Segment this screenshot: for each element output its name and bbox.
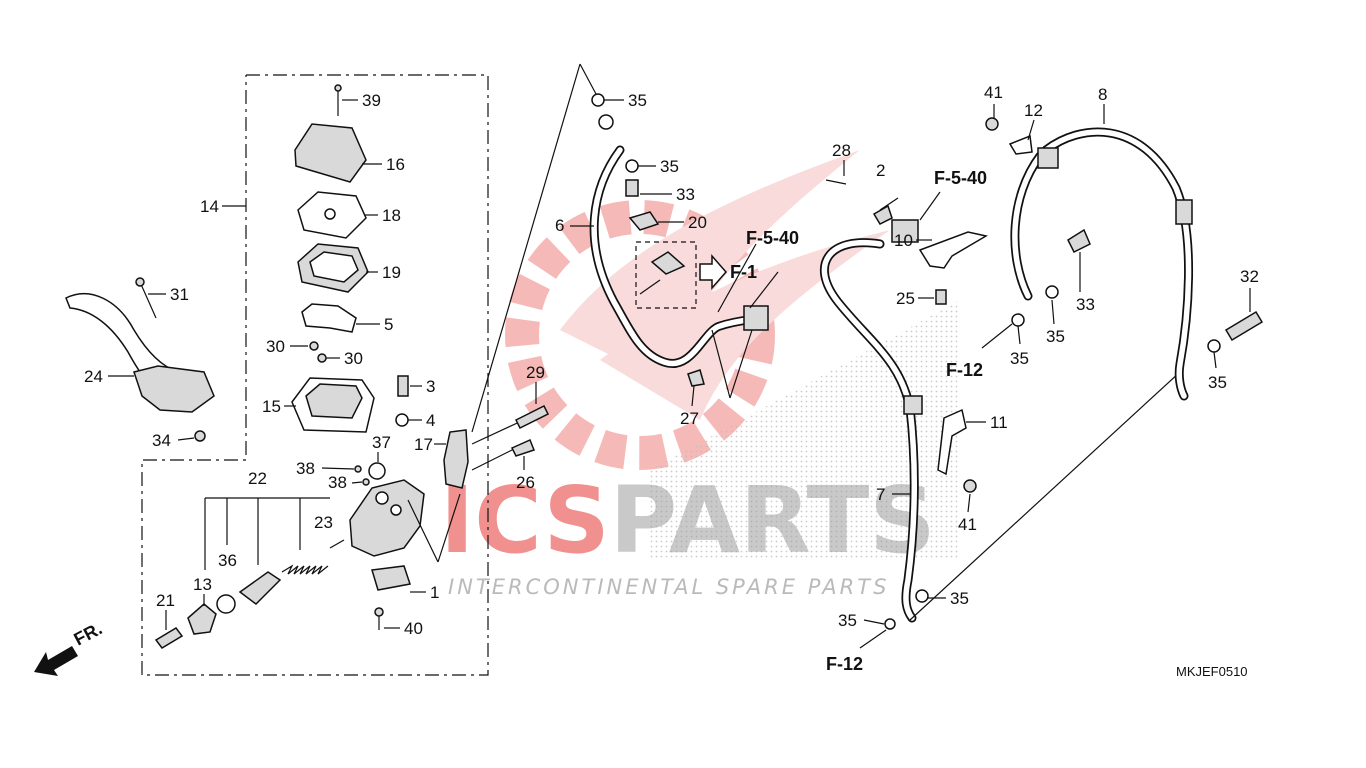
reference-labels: F-5-40 F-5-40 F-1 F-12 F-12 xyxy=(730,168,1013,674)
callout-28: 28 xyxy=(832,141,851,160)
callout-35c: 35 xyxy=(1010,349,1029,368)
callout-40: 40 xyxy=(404,619,423,638)
callout-15: 15 xyxy=(262,397,281,416)
callout-18: 18 xyxy=(382,206,401,225)
callout-33b: 33 xyxy=(1076,295,1095,314)
watermark-tagline: INTERCONTINENTAL SPARE PARTS xyxy=(448,575,889,599)
callout-26: 26 xyxy=(516,473,535,492)
callout-27: 27 xyxy=(680,409,699,428)
callout-35g: 35 xyxy=(838,611,857,630)
ref-f1: F-1 xyxy=(730,262,757,282)
brake-hose-7 xyxy=(749,179,1181,630)
brake-hose-8 xyxy=(985,117,1264,401)
front-direction-indicator: FR. xyxy=(34,618,105,676)
callout-31: 31 xyxy=(170,285,189,304)
front-arrow-icon xyxy=(34,646,78,676)
callout-3: 3 xyxy=(426,377,435,396)
callout-5: 5 xyxy=(384,315,393,334)
callout-11: 11 xyxy=(990,413,1008,432)
master-cylinder-body xyxy=(349,375,469,630)
callout-30b: 30 xyxy=(344,349,363,368)
callout-13: 13 xyxy=(193,575,212,594)
master-cylinder-assembly-box xyxy=(141,74,489,676)
callout-32: 32 xyxy=(1240,267,1259,286)
callouts: 1 2 3 4 5 6 7 8 10 11 12 13 14 15 16 17 … xyxy=(84,83,1259,638)
brake-lever xyxy=(65,277,215,442)
callout-33a: 33 xyxy=(676,185,695,204)
callout-38b: 38 xyxy=(328,473,347,492)
callout-22: 22 xyxy=(248,469,267,488)
callout-23: 23 xyxy=(314,513,333,532)
callout-35a: 35 xyxy=(628,91,647,110)
callout-24: 24 xyxy=(84,367,103,386)
callout-35f: 35 xyxy=(950,589,969,608)
callout-35d: 35 xyxy=(1046,327,1065,346)
callout-6: 6 xyxy=(555,216,564,235)
callout-17: 17 xyxy=(414,435,433,454)
callout-16: 16 xyxy=(386,155,405,174)
callout-25: 25 xyxy=(896,289,915,308)
callout-41b: 41 xyxy=(958,515,977,534)
brake-hose-6 xyxy=(471,63,769,471)
callout-39: 39 xyxy=(362,91,381,110)
callout-41a: 41 xyxy=(984,83,1003,102)
ref-f5-40-left: F-5-40 xyxy=(746,228,799,248)
diagram-code: MKJEF0510 xyxy=(1176,664,1248,679)
callout-19: 19 xyxy=(382,263,401,282)
ref-f12-lower: F-12 xyxy=(826,654,863,674)
front-label: FR. xyxy=(70,618,105,649)
callout-36: 36 xyxy=(218,551,237,570)
callout-10: 10 xyxy=(894,231,913,250)
callout-8: 8 xyxy=(1098,85,1107,104)
ref-f5-40-right: F-5-40 xyxy=(934,168,987,188)
piston-kit xyxy=(154,497,345,649)
svg-text:ICSPARTS: ICSPARTS xyxy=(440,467,936,574)
callout-21: 21 xyxy=(156,591,175,610)
callout-14: 14 xyxy=(200,197,219,216)
reservoir-parts xyxy=(291,84,375,433)
callout-37: 37 xyxy=(372,433,391,452)
callout-35e: 35 xyxy=(1208,373,1227,392)
watermark-brand-parts: PARTS xyxy=(610,467,936,574)
ref-f12-upper: F-12 xyxy=(946,360,983,380)
callout-4: 4 xyxy=(426,411,435,430)
callout-34: 34 xyxy=(152,431,171,450)
callout-20: 20 xyxy=(688,213,707,232)
callout-29: 29 xyxy=(526,363,545,382)
callout-38a: 38 xyxy=(296,459,315,478)
callout-30a: 30 xyxy=(266,337,285,356)
callout-1: 1 xyxy=(430,583,439,602)
watermark-dot-field xyxy=(650,300,960,560)
callout-12: 12 xyxy=(1024,101,1043,120)
watermark-brand-ics: ICS xyxy=(440,467,610,574)
callout-35b: 35 xyxy=(660,157,679,176)
callout-7: 7 xyxy=(876,485,885,504)
callout-2: 2 xyxy=(876,161,885,180)
